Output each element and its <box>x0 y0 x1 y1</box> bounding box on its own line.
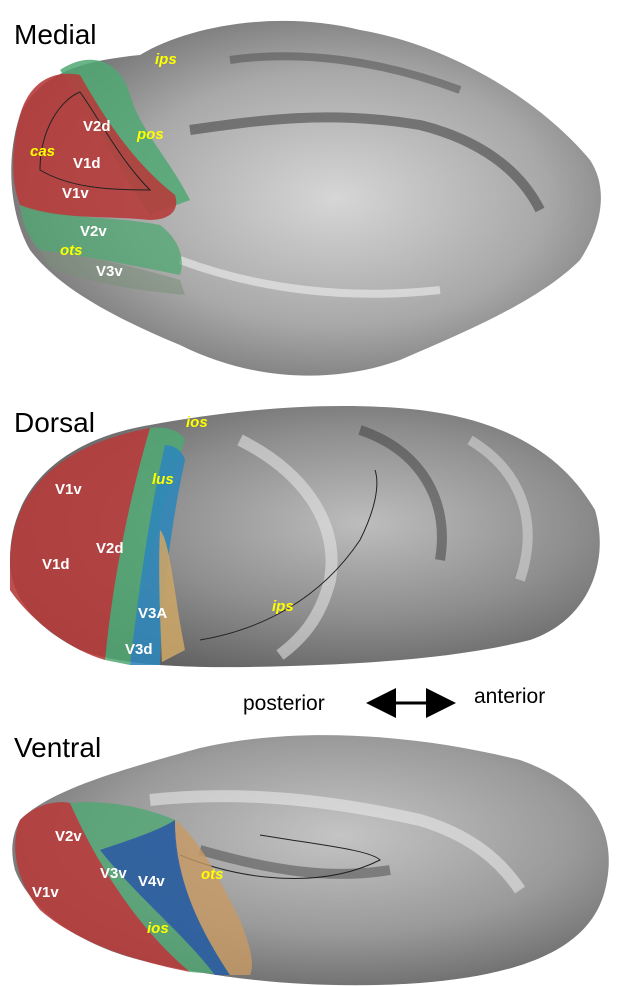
ventral-sulcus-ots: ots <box>201 866 224 883</box>
medial-panel: Medial ips V2d pos cas V1d V1v V2v ots V… <box>11 19 601 376</box>
medial-sulcus-ips: ips <box>155 51 177 68</box>
orientation-posterior: posterior <box>243 692 325 715</box>
dorsal-sulcus-ios: ios <box>186 414 208 431</box>
orientation-anterior: anterior <box>474 685 545 708</box>
ventral-title: Ventral <box>14 732 101 763</box>
medial-title: Medial <box>14 19 96 50</box>
ventral-area-v3v: V3v <box>100 865 127 882</box>
dorsal-area-v2d: V2d <box>96 540 124 557</box>
ventral-area-v2v: V2v <box>55 828 82 845</box>
ventral-panel: Ventral V2v V3v V4v ots V1v ios <box>12 732 608 985</box>
ventral-sulcus-ios: ios <box>147 920 169 937</box>
dorsal-title: Dorsal <box>14 407 95 438</box>
dorsal-sulcus-ips: ips <box>272 598 294 615</box>
dorsal-area-v3a: V3A <box>138 605 167 622</box>
ventral-area-v1v: V1v <box>32 884 59 901</box>
dorsal-area-v1v: V1v <box>55 481 82 498</box>
dorsal-area-v1d: V1d <box>42 556 70 573</box>
medial-area-v3v: V3v <box>96 263 123 280</box>
medial-sulcus-ots: ots <box>60 242 83 259</box>
dorsal-panel: Dorsal ios lus V1v V2d V1d ips V3A V3d <box>10 406 600 667</box>
medial-sulcus-pos: pos <box>136 126 164 143</box>
medial-area-v2d: V2d <box>83 118 111 135</box>
medial-area-v1v: V1v <box>62 185 89 202</box>
dorsal-sulcus-lus: lus <box>152 471 174 488</box>
medial-area-v2v: V2v <box>80 223 107 240</box>
ventral-area-v4v: V4v <box>138 873 165 890</box>
medial-area-v1d: V1d <box>73 155 101 172</box>
medial-sulcus-cas: cas <box>30 143 55 160</box>
orientation-legend: posterior anterior <box>243 685 545 715</box>
dorsal-area-v3d: V3d <box>125 641 153 658</box>
